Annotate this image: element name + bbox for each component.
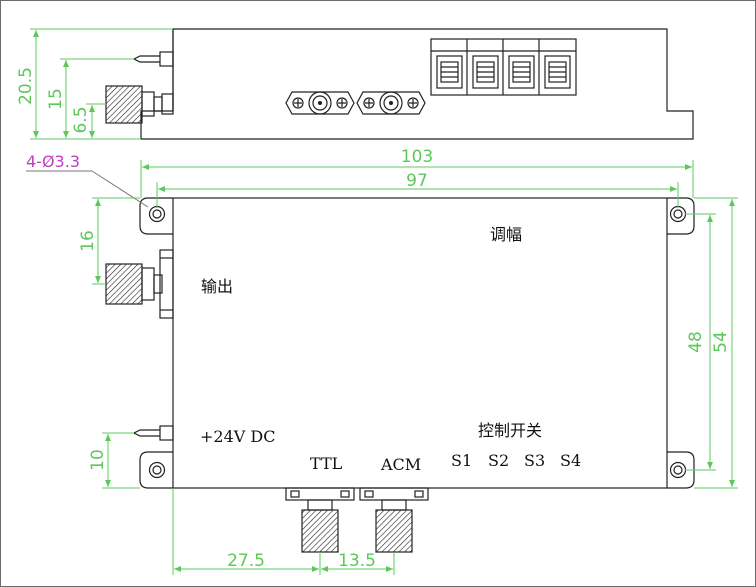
mounting-tab-top-right — [667, 197, 695, 235]
side-terminal-blocks — [430, 38, 577, 96]
top-view: 调幅 输出 +24V DC 控制开关 TTL ACM S1 S2 S3 S4 — [105, 197, 695, 553]
label-output: 输出 — [201, 277, 233, 296]
side-dimensions: 20.5 15 6.5 — [16, 28, 173, 140]
side-power-pin — [132, 51, 174, 67]
label-power: +24V DC — [200, 427, 275, 446]
dim-hole-pitch-width: 97 — [406, 171, 428, 191]
label-switches: 控制开关 — [478, 421, 542, 440]
dim-overall-height: 54 — [711, 331, 731, 353]
side-ttl-connector — [285, 91, 355, 115]
dim-ttl-offset: 27.5 — [227, 551, 265, 571]
dim-overall-width: 103 — [401, 147, 433, 167]
label-acm: ACM — [380, 455, 421, 474]
dim-ttl-acm-spacing: 13.5 — [338, 551, 376, 571]
label-s4: S4 — [560, 451, 581, 470]
dim-side-low: 6.5 — [71, 106, 91, 133]
side-acm-connector — [356, 91, 426, 115]
side-view-body — [140, 28, 694, 140]
label-s2: S2 — [488, 451, 509, 470]
output-sma-connector — [105, 249, 174, 319]
mounting-tab-bottom-left — [139, 451, 173, 489]
label-s3: S3 — [524, 451, 545, 470]
dim-power-offset: 10 — [88, 449, 108, 471]
power-pin — [132, 425, 174, 441]
label-ttl: TTL — [310, 454, 343, 473]
dim-side-mid: 15 — [46, 88, 66, 110]
side-view — [105, 28, 694, 140]
label-s1: S1 — [451, 451, 472, 470]
acm-connector — [359, 487, 429, 553]
ttl-connector — [285, 487, 355, 553]
dim-side-total: 20.5 — [16, 67, 36, 105]
dim-hole-spec: 4-Ø3.3 — [26, 152, 80, 171]
side-sma-connector — [105, 85, 174, 124]
top-dimensions: 4-Ø3.3 103 97 16 10 48 54 — [26, 147, 738, 575]
dim-hole-pitch-height: 48 — [686, 331, 706, 353]
dim-output-offset: 16 — [78, 230, 98, 252]
label-amplitude: 调幅 — [490, 225, 522, 244]
